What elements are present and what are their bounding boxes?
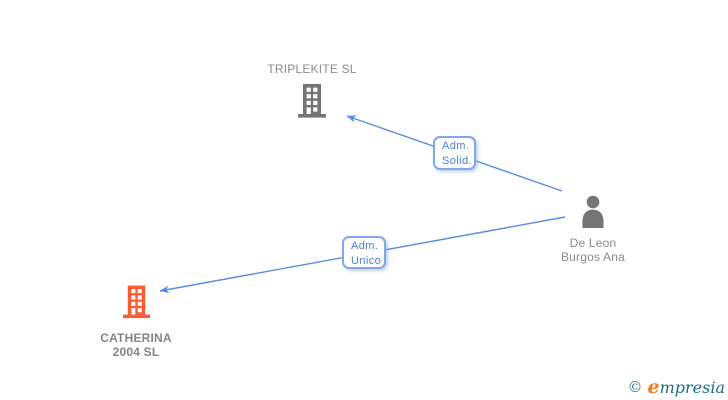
node-catherina-label: CATHERINA 2004 SL bbox=[100, 331, 172, 359]
edge-label-adm-solid: Adm. Solid. bbox=[433, 136, 476, 170]
edge-label-adm-unico: Adm. Unico bbox=[342, 236, 386, 269]
node-triplekite-sl[interactable]: TRIPLEKITE SL bbox=[232, 62, 392, 123]
node-de-leon-label: De Leon Burgos Ana bbox=[560, 236, 626, 264]
building-icon bbox=[76, 285, 196, 324]
copyright-icon: © bbox=[627, 378, 643, 396]
empresia-logo[interactable]: ©empresia bbox=[628, 376, 726, 398]
node-de-leon-burgos-ana[interactable]: De Leon Burgos Ana bbox=[533, 195, 653, 264]
person-icon bbox=[533, 195, 653, 233]
node-triplekite-label: TRIPLEKITE SL bbox=[267, 62, 357, 76]
brand-initial: e bbox=[647, 376, 660, 398]
brand-name: mpresia bbox=[659, 378, 725, 397]
building-icon bbox=[232, 84, 392, 123]
node-catherina-2004-sl[interactable]: CATHERINA 2004 SL bbox=[76, 285, 196, 359]
